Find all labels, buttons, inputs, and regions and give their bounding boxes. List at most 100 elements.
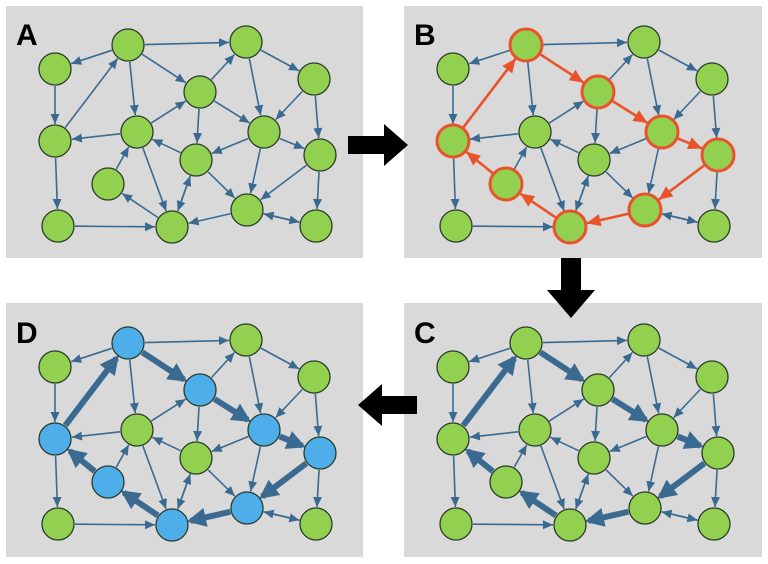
graph-b bbox=[435, 25, 736, 245]
node-n3 bbox=[183, 373, 217, 407]
node-n10 bbox=[247, 115, 281, 149]
edge-n5-n10 bbox=[646, 58, 662, 116]
node-n2 bbox=[111, 28, 145, 62]
edge-n7-n4 bbox=[115, 444, 130, 468]
node-n2 bbox=[508, 27, 544, 63]
edge-n6-n10 bbox=[673, 388, 701, 419]
edge-n11-n13 bbox=[313, 469, 322, 508]
cycle-edge-n2-n3 bbox=[539, 53, 585, 84]
edge-n4-n9 bbox=[540, 147, 565, 212]
node-n3 bbox=[183, 75, 217, 109]
edge-n2-n1 bbox=[468, 49, 511, 65]
edge-n6-n10 bbox=[673, 90, 701, 121]
node-n4 bbox=[518, 115, 552, 149]
edge-n14-n9 bbox=[472, 222, 554, 232]
edge-n13-n12 bbox=[263, 509, 300, 521]
edge-n13-n12 bbox=[263, 211, 300, 223]
panel-label-d: D bbox=[16, 317, 38, 350]
edge-n4-n3 bbox=[548, 100, 585, 124]
cycle-edge-n9-n7 bbox=[519, 192, 557, 219]
edge-n6-n10 bbox=[275, 90, 303, 121]
cycle-edge-n16-n2 bbox=[462, 57, 517, 129]
edge-n5-n6 bbox=[260, 49, 300, 72]
edge-n4-n3 bbox=[150, 398, 187, 422]
cycle-edge-n12-n9 bbox=[584, 508, 630, 527]
edge-n14-n9 bbox=[472, 520, 554, 530]
edge-n16-n14 bbox=[52, 157, 62, 210]
edge-n3-n8 bbox=[591, 108, 601, 144]
node-n7 bbox=[91, 465, 125, 499]
edge-n10-n8 bbox=[609, 137, 647, 155]
cycle-edge-n9-n7 bbox=[518, 490, 558, 519]
edge-n8-n12 bbox=[207, 469, 236, 497]
cycle-edge-n7-n16 bbox=[464, 448, 495, 474]
edge-n9-n8 bbox=[176, 473, 192, 510]
cycle-edge-n9-n7 bbox=[120, 490, 160, 519]
node-n13 bbox=[697, 209, 731, 243]
node-n5 bbox=[627, 323, 661, 357]
edge-n3-n8 bbox=[591, 406, 601, 442]
node-n1 bbox=[38, 350, 72, 384]
edge-n11-n13 bbox=[711, 171, 720, 210]
panel-label-a: A bbox=[16, 19, 38, 52]
node-n3 bbox=[580, 74, 616, 110]
edge-n2-n5 bbox=[144, 336, 230, 346]
node-n7 bbox=[91, 167, 125, 201]
edge-n3-n5 bbox=[608, 53, 634, 81]
node-n5 bbox=[627, 25, 661, 59]
edge-n14-n9 bbox=[74, 520, 156, 530]
edge-n9-n8 bbox=[574, 175, 590, 212]
edge-n2-n3 bbox=[141, 53, 187, 84]
panel-label-b: B bbox=[414, 19, 436, 52]
node-n16 bbox=[435, 123, 471, 159]
node-n16 bbox=[38, 124, 72, 158]
node-n9 bbox=[155, 508, 189, 542]
edge-n2-n5 bbox=[144, 38, 230, 48]
edge-n12-n9 bbox=[188, 212, 231, 226]
edge-n6-n11 bbox=[313, 95, 323, 139]
edge-n4-n16 bbox=[469, 133, 519, 143]
node-n2 bbox=[509, 326, 543, 360]
cycle-edge-n7-n16 bbox=[66, 448, 97, 474]
edge-n16-n14 bbox=[52, 455, 62, 508]
edge-n10-n11 bbox=[279, 137, 305, 150]
node-n16 bbox=[38, 422, 72, 456]
edge-n10-n12 bbox=[248, 446, 262, 492]
node-n12 bbox=[230, 193, 264, 227]
edge-n9-n7 bbox=[121, 192, 159, 219]
node-n14 bbox=[439, 507, 473, 541]
edge-n4-n16 bbox=[71, 133, 121, 143]
node-n8 bbox=[577, 143, 611, 177]
edge-n8-n4 bbox=[550, 436, 579, 452]
edge-n7-n4 bbox=[513, 146, 528, 170]
node-n14 bbox=[41, 507, 75, 541]
node-n8 bbox=[577, 441, 611, 475]
node-n12 bbox=[628, 491, 662, 525]
edge-n4-n9 bbox=[142, 445, 167, 510]
edge-n2-n4 bbox=[128, 61, 139, 116]
edge-n3-n8 bbox=[193, 108, 203, 144]
edge-n10-n8 bbox=[211, 435, 249, 453]
node-n13 bbox=[697, 507, 731, 541]
edge-n5-n10 bbox=[248, 58, 264, 116]
cycle-edge-n2-n3 bbox=[538, 349, 586, 383]
node-n6 bbox=[695, 360, 729, 394]
node-n11 bbox=[303, 138, 337, 172]
graph-d bbox=[38, 323, 337, 542]
node-n6 bbox=[695, 62, 729, 96]
node-n1 bbox=[436, 350, 470, 384]
node-n4 bbox=[120, 413, 154, 447]
edge-n5-n6 bbox=[260, 347, 300, 370]
edge-n8-n12 bbox=[605, 171, 634, 199]
edge-n11-n13 bbox=[313, 171, 322, 210]
node-n11 bbox=[700, 137, 736, 173]
cycle-edge-n2-n3 bbox=[140, 349, 188, 383]
flow-arrow-left-icon bbox=[358, 384, 417, 426]
cycle-edge-n7-n16 bbox=[465, 150, 494, 175]
node-n12 bbox=[230, 491, 264, 525]
node-n5 bbox=[229, 25, 263, 59]
cycle-edge-n16-n2 bbox=[62, 355, 119, 428]
cycle-edge-n3-n10 bbox=[611, 99, 649, 125]
cycle-edge-n3-n10 bbox=[610, 396, 650, 423]
